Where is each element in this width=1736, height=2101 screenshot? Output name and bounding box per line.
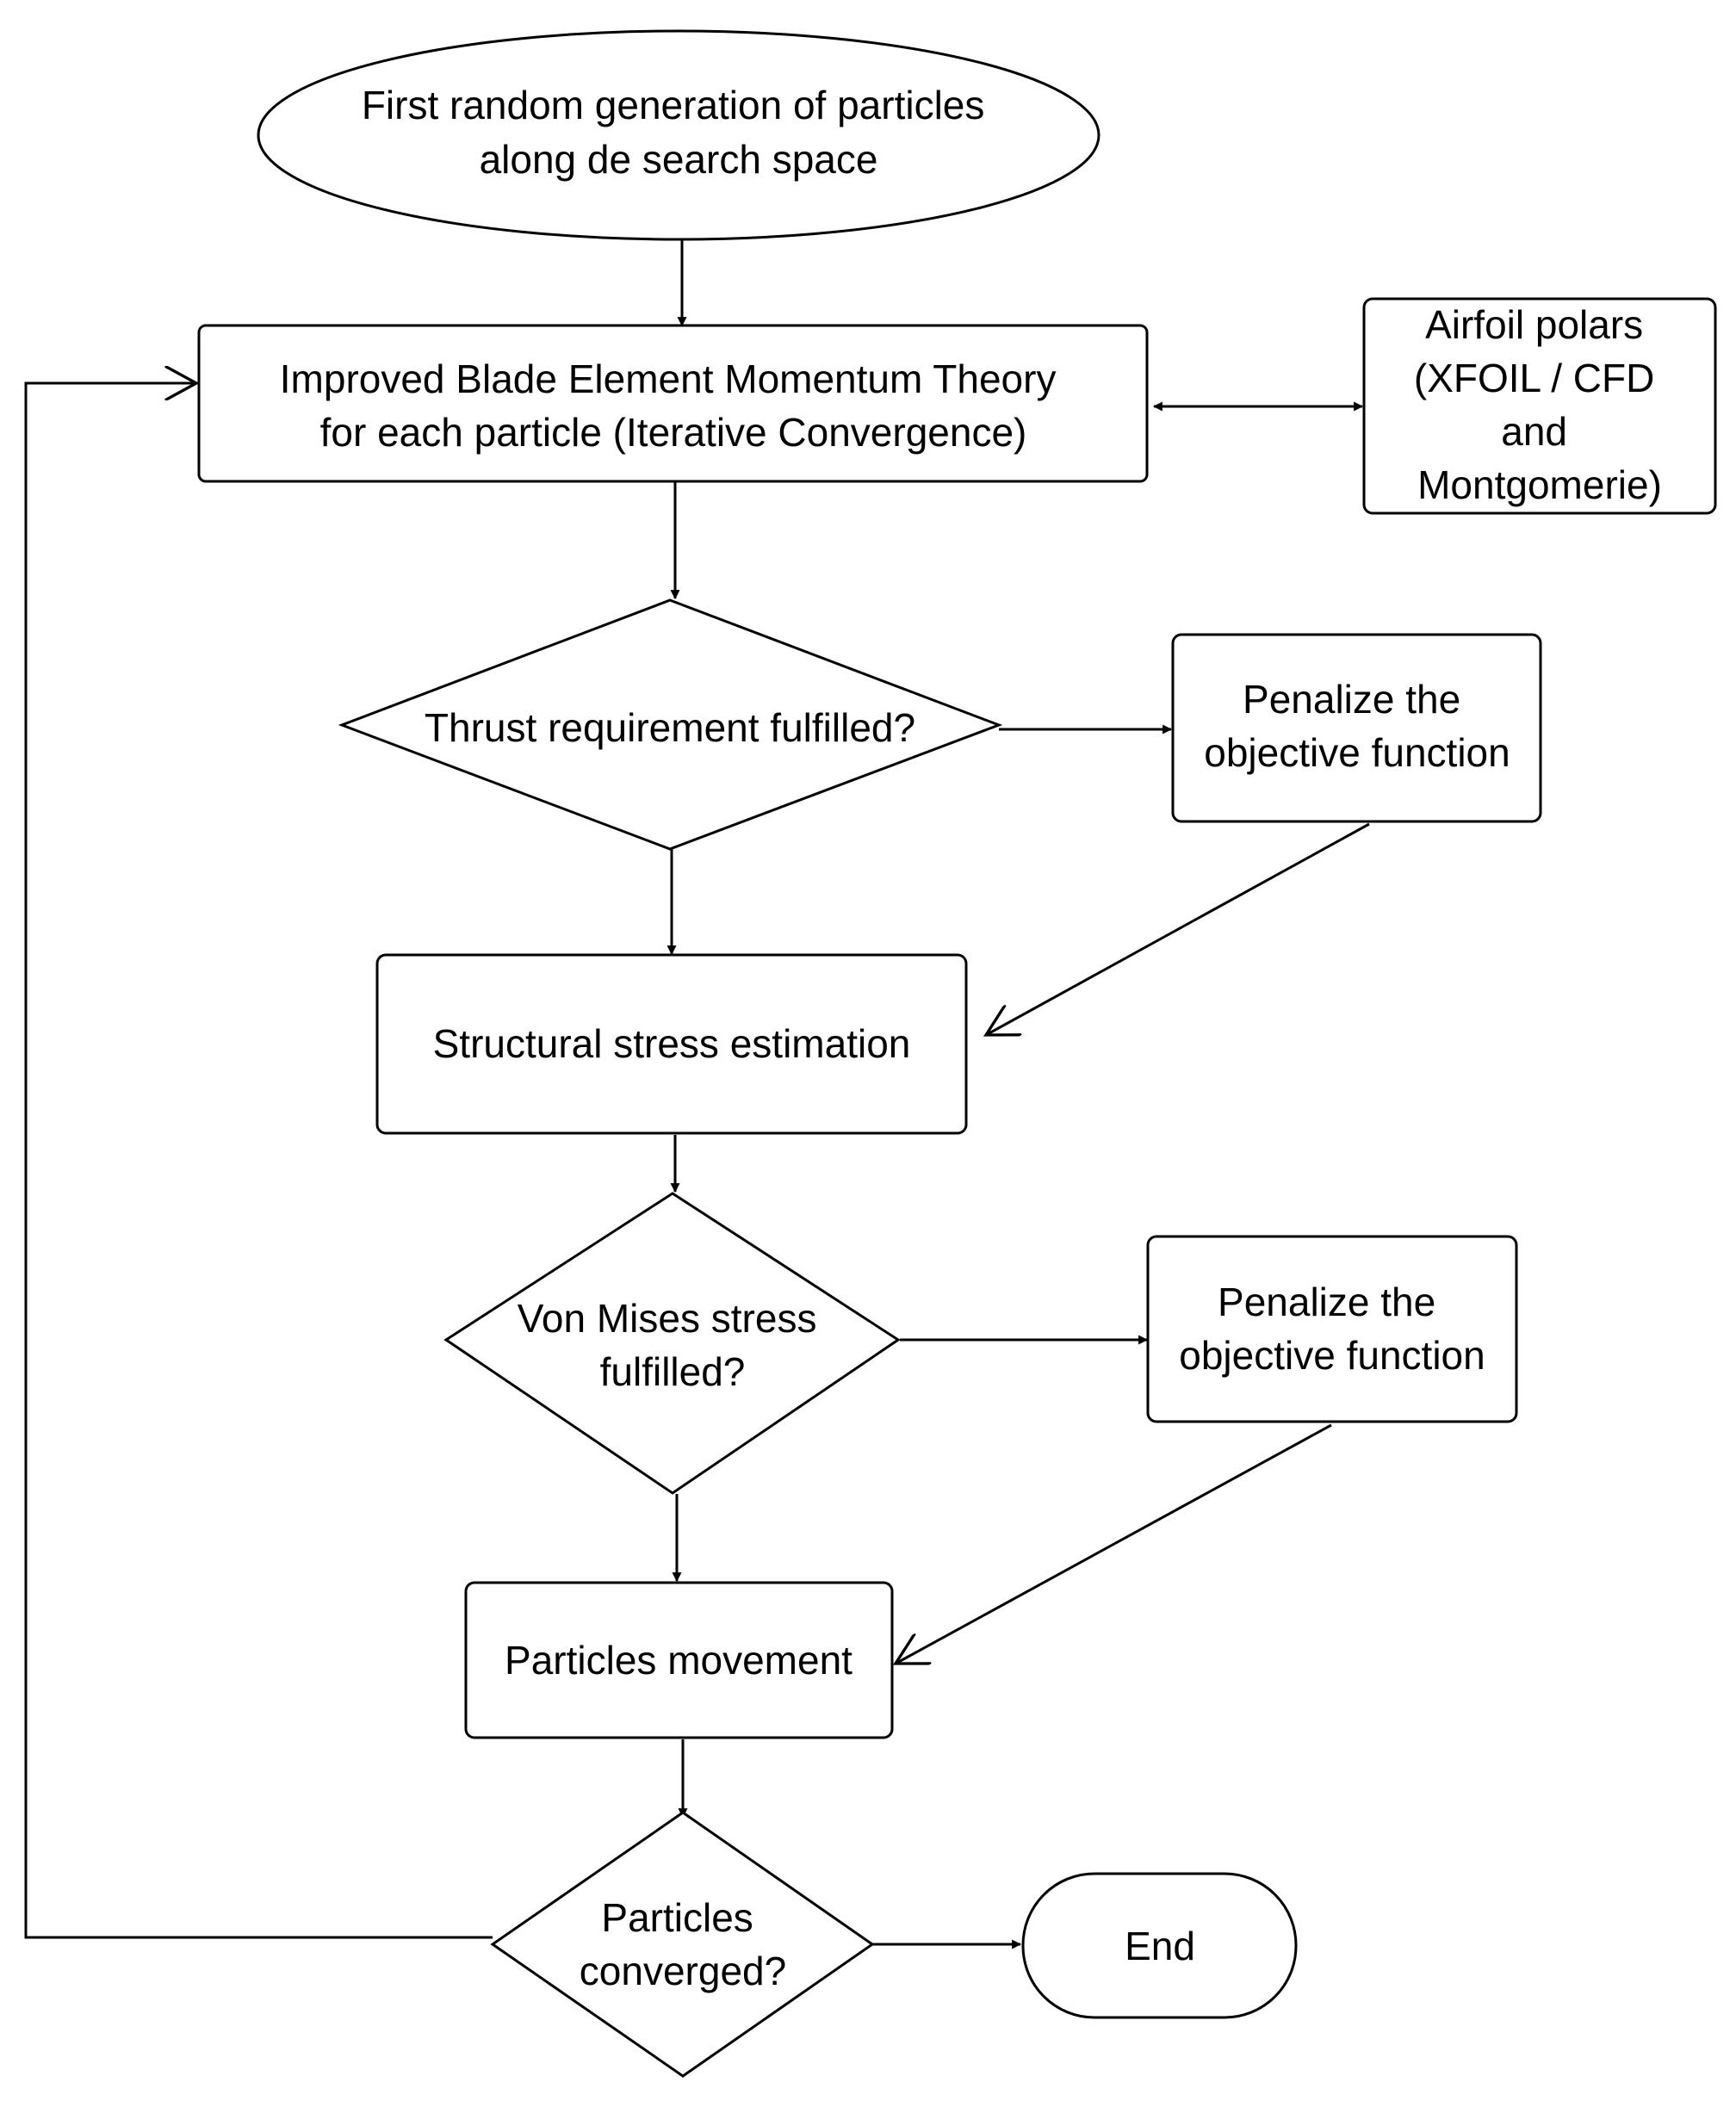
arrow-penalize1-to-stress bbox=[986, 822, 1370, 1035]
arrow-loop-back-to-bem bbox=[24, 383, 493, 1939]
polars-box bbox=[1362, 297, 1717, 515]
penalize2-text: Penalize the objective function bbox=[1179, 1280, 1485, 1378]
node-converged-decision: Particles converged? bbox=[490, 1811, 875, 2078]
arrow-penalize2-to-movement bbox=[896, 1423, 1332, 1664]
node-thrust-decision: Thrust requirement fulfilled? bbox=[338, 598, 1003, 851]
penalize1-text: Penalize the objective function bbox=[1204, 677, 1510, 775]
bem-text: Improved Blade Element Momentum Theory f… bbox=[280, 356, 1067, 455]
node-polars: Airfoil polars (XFOIL / CFD and Montgome… bbox=[1362, 297, 1717, 515]
start-text: First random generation of particles alo… bbox=[362, 83, 995, 182]
stress-text: Structural stress estimation bbox=[433, 1021, 911, 1066]
thrust-text: Thrust requirement fulfilled? bbox=[425, 705, 915, 750]
penalize1-box bbox=[1171, 633, 1542, 823]
node-vonmises-decision: Von Mises stress fulfilled? bbox=[443, 1192, 901, 1495]
node-stress: Structural stress estimation bbox=[375, 953, 968, 1135]
vonmises-text: Von Mises stress fulfilled? bbox=[518, 1296, 828, 1394]
end-terminator bbox=[1021, 1872, 1298, 2019]
start-ellipse bbox=[257, 29, 1100, 241]
node-start: First random generation of particles alo… bbox=[257, 29, 1100, 241]
end-text: End bbox=[1125, 1924, 1195, 1968]
stress-box bbox=[375, 953, 968, 1135]
converged-diamond bbox=[490, 1811, 875, 2078]
converged-text: Particles converged? bbox=[580, 1895, 786, 1993]
vonmises-diamond bbox=[443, 1192, 901, 1495]
node-movement: Particles movement bbox=[464, 1581, 894, 1739]
movement-text: Particles movement bbox=[505, 1638, 852, 1683]
node-end: End bbox=[1021, 1872, 1298, 2019]
polars-text: Airfoil polars (XFOIL / CFD and Montgome… bbox=[1414, 302, 1665, 507]
connectors bbox=[24, 239, 1370, 1949]
penalize2-box bbox=[1146, 1235, 1518, 1423]
node-bem: Improved Blade Element Momentum Theory f… bbox=[197, 324, 1149, 483]
node-penalize-2: Penalize the objective function bbox=[1146, 1235, 1518, 1423]
thrust-diamond bbox=[338, 598, 1003, 851]
movement-box bbox=[464, 1581, 894, 1739]
node-penalize-1: Penalize the objective function bbox=[1171, 633, 1542, 823]
bem-box bbox=[197, 324, 1149, 483]
